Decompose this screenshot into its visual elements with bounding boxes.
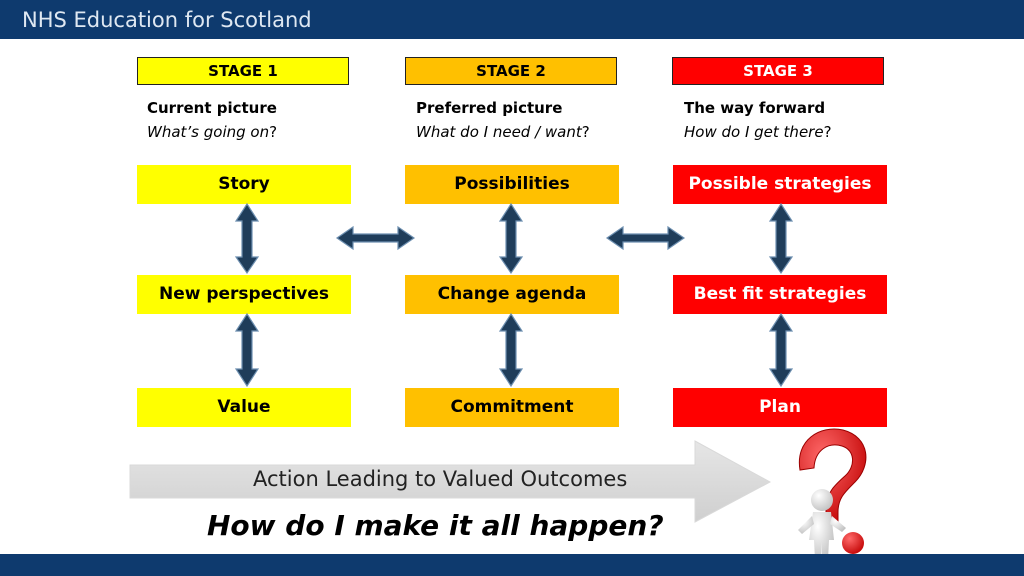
double-arrow-vertical-icon <box>498 202 524 275</box>
header-title: NHS Education for Scotland <box>22 8 312 32</box>
box-possibilities: Possibilities <box>405 165 619 204</box>
box-story: Story <box>137 165 351 204</box>
footer-bar <box>0 554 1024 576</box>
box-value: Value <box>137 388 351 427</box>
double-arrow-vertical-icon <box>768 312 794 388</box>
box-change-agenda: Change agenda <box>405 275 619 314</box>
stage-2-label: STAGE 2 <box>405 57 617 85</box>
stage-1-question: What’s going on? <box>147 123 278 141</box>
stage-3-heading: The way forward <box>684 99 826 117</box>
double-arrow-vertical-icon <box>498 312 524 388</box>
box-best-fit-strategies: Best fit strategies <box>673 275 887 314</box>
double-arrow-horizontal-icon <box>335 225 416 251</box>
action-label: Action Leading to Valued Outcomes <box>253 467 628 491</box>
box-new-perspectives: New perspectives <box>137 275 351 314</box>
double-arrow-vertical-icon <box>234 312 260 388</box>
stage-3-label: STAGE 3 <box>672 57 884 85</box>
stage-2-heading: Preferred picture <box>416 99 563 117</box>
question-mark-figure-icon <box>798 428 867 560</box>
header-bar: NHS Education for Scotland <box>0 0 1024 39</box>
stage-3-description: The way forward How do I get there? <box>684 96 832 144</box>
stage-1-description: Current picture What’s going on? <box>147 96 277 144</box>
double-arrow-vertical-icon <box>234 202 260 275</box>
action-arrow <box>129 440 772 523</box>
box-commitment: Commitment <box>405 388 619 427</box>
main-question: How do I make it all happen? <box>207 509 664 542</box>
stage-1-heading: Current picture <box>147 99 277 117</box>
vertical-arrows <box>234 202 794 388</box>
stage-3-question: How do I get there? <box>684 123 832 141</box>
double-arrow-vertical-icon <box>768 202 794 275</box>
horizontal-arrows <box>335 225 686 251</box>
box-possible-strategies: Possible strategies <box>673 165 887 204</box>
stage-1-label: STAGE 1 <box>137 57 349 85</box>
box-plan: Plan <box>673 388 887 427</box>
stage-2-description: Preferred picture What do I need / want? <box>416 96 590 144</box>
stage-2-question: What do I need / want? <box>416 123 590 141</box>
double-arrow-horizontal-icon <box>605 225 686 251</box>
